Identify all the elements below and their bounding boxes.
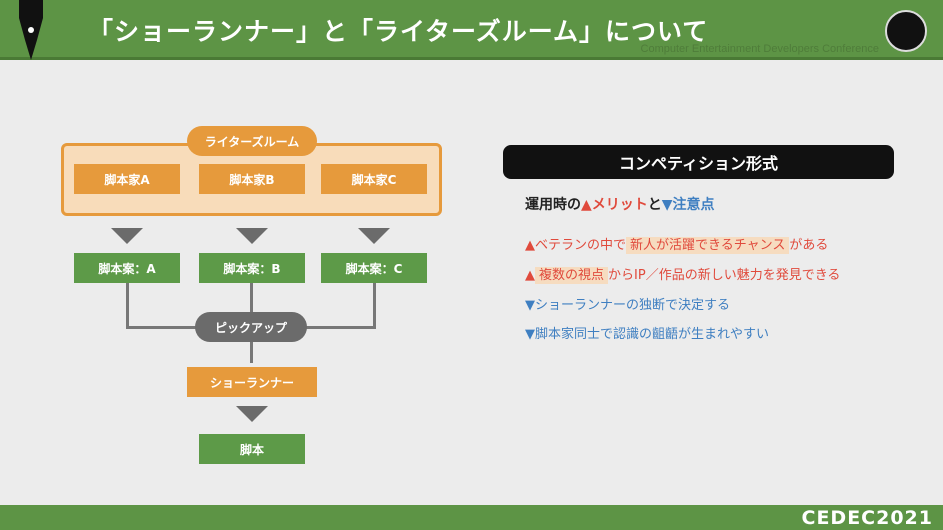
script-box: 脚本 bbox=[199, 434, 305, 464]
point-caution-1: ▼ショーランナーの独断で決定する bbox=[525, 298, 730, 313]
draft-b: 脚本案：B bbox=[199, 253, 305, 283]
conference-logo bbox=[885, 10, 927, 52]
arrow-down-icon bbox=[236, 228, 268, 244]
point-highlight: 複数の視点 bbox=[535, 267, 609, 284]
point-highlight: 新人が活躍できるチャンス bbox=[626, 237, 790, 254]
slide-title: 「ショーランナー」と「ライターズルーム」について bbox=[88, 17, 709, 46]
panel-title: コンペティション形式 bbox=[503, 145, 894, 179]
subtitle-prefix: 運用時の bbox=[525, 197, 581, 213]
subtitle-caution: ▼注意点 bbox=[661, 197, 715, 213]
point-caution-2: ▼脚本家同士で認識の齟齬が生まれやすい bbox=[525, 327, 769, 342]
point-merit-1: ▲ベテランの中で新人が活躍できるチャンスがある bbox=[525, 234, 829, 254]
point-merit-2: ▲複数の視点からIP／作品の新しい魅力を発見できる bbox=[525, 264, 841, 284]
header: 「ショーランナー」と「ライターズルーム」について Computer Entert… bbox=[0, 0, 943, 60]
pen-nib-icon bbox=[19, 0, 43, 60]
showrunner-box: ショーランナー bbox=[187, 367, 317, 397]
subtitle-merit: ▲メリット bbox=[581, 197, 648, 213]
writer-c: 脚本家C bbox=[321, 164, 427, 194]
writer-b: 脚本家B bbox=[199, 164, 305, 194]
watermark: Computer Entertainment Developers Confer… bbox=[640, 43, 879, 55]
point-text: ▲ベテランの中で bbox=[525, 238, 626, 253]
writer-a: 脚本家A bbox=[74, 164, 180, 194]
footer: CEDEC2021 bbox=[0, 505, 943, 530]
arrow-down-icon bbox=[111, 228, 143, 244]
writers-room-label: ライターズルーム bbox=[187, 126, 317, 156]
subtitle-and: と bbox=[647, 197, 662, 213]
arrow-down-icon bbox=[358, 228, 390, 244]
draft-a: 脚本案：A bbox=[74, 253, 180, 283]
point-text: からIP／作品の新しい魅力を発見できる bbox=[608, 268, 841, 283]
cedec-logo: CEDEC2021 bbox=[801, 507, 933, 529]
connector-line bbox=[126, 283, 129, 329]
point-text: ▲ bbox=[525, 268, 535, 283]
arrow-down-icon bbox=[236, 406, 268, 422]
pickup-label: ピックアップ bbox=[195, 312, 307, 342]
panel-subtitle: 運用時の▲メリットと▼注意点 bbox=[525, 194, 715, 214]
connector-line bbox=[373, 283, 376, 329]
draft-c: 脚本案：C bbox=[321, 253, 427, 283]
point-text: がある bbox=[789, 238, 829, 253]
